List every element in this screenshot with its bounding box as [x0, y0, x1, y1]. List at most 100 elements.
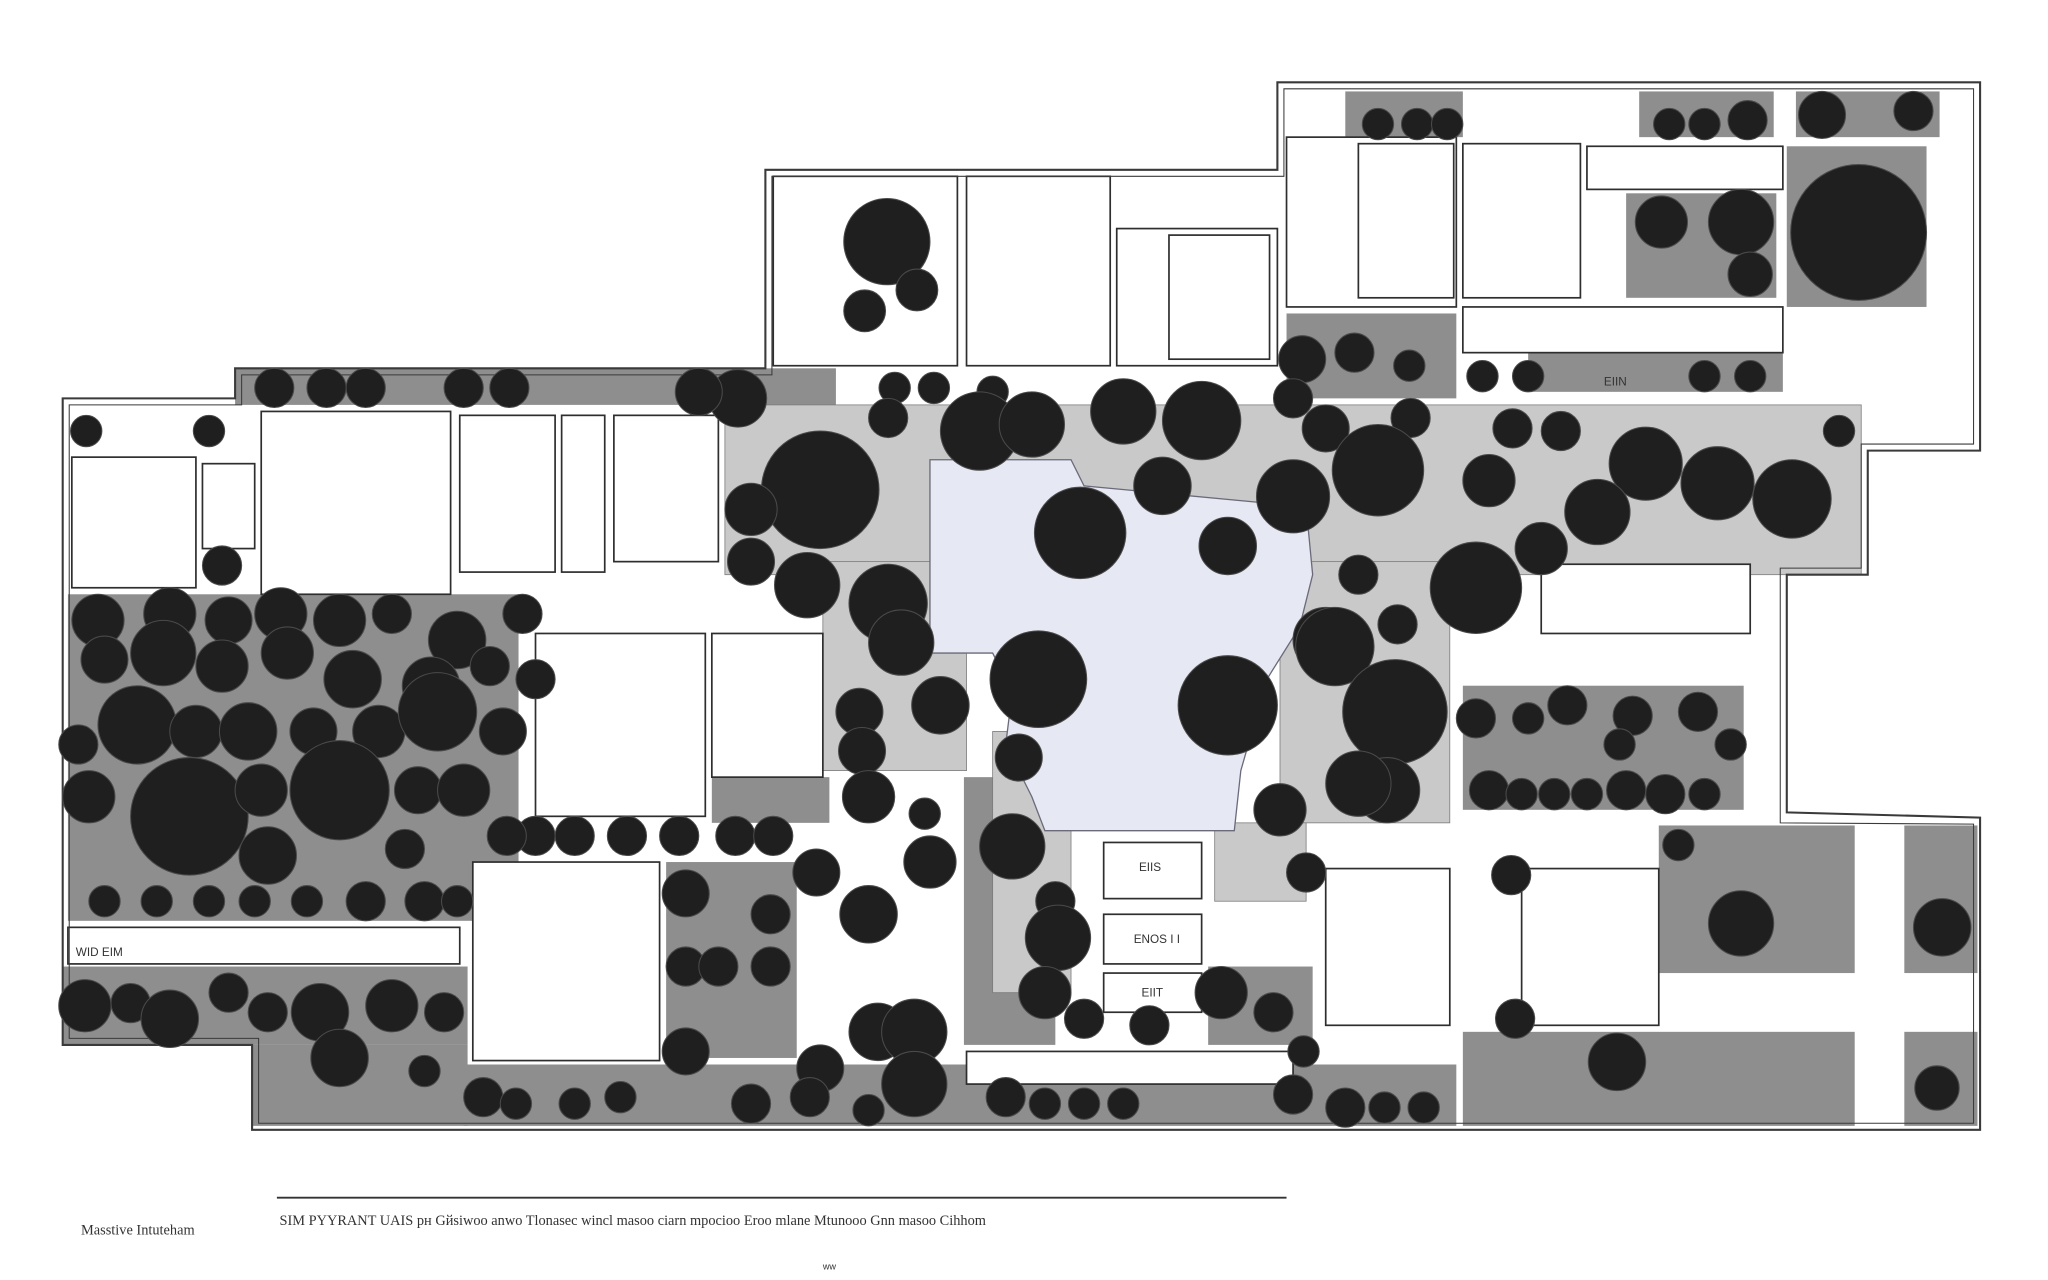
buildings — [67, 136, 1784, 1085]
tree-canopy-icon — [290, 885, 324, 918]
tree-canopy-icon — [1547, 685, 1588, 726]
tree-canopy-icon — [80, 635, 129, 684]
tree-canopy-icon — [792, 848, 841, 897]
tree-canopy-icon — [994, 733, 1043, 782]
tree-canopy-icon — [1107, 1087, 1140, 1120]
tree-canopy-icon — [750, 894, 791, 935]
tree-canopy-icon — [238, 885, 271, 918]
tree-canopy-icon — [1272, 378, 1314, 419]
tree-canopy-icon — [365, 979, 419, 1033]
tree-canopy-icon — [698, 946, 739, 987]
tree-canopy-icon — [726, 537, 776, 586]
tree-canopy-icon — [715, 815, 756, 857]
tree-canopy-icon — [437, 763, 491, 817]
tree-canopy-icon — [1680, 446, 1755, 521]
tree-canopy-icon — [750, 946, 791, 987]
tree-canopy-icon — [499, 1087, 533, 1120]
tree-canopy-icon — [998, 391, 1066, 458]
tree-canopy-icon — [1325, 1087, 1366, 1128]
tree-canopy-icon — [88, 885, 121, 918]
tree-canopy-icon — [1161, 380, 1242, 461]
tree-canopy-icon — [1727, 251, 1773, 298]
tree-canopy-icon — [1514, 521, 1568, 576]
tree-canopy-icon — [204, 596, 253, 645]
room-label: WID EIM — [76, 946, 123, 959]
tree-canopy-icon — [1466, 359, 1499, 393]
tree-canopy-icon — [1407, 1091, 1440, 1124]
tree-canopy-icon — [1198, 516, 1258, 576]
tree-canopy-icon — [169, 704, 223, 759]
tree-canopy-icon — [1492, 408, 1533, 449]
tree-canopy-icon — [218, 702, 278, 761]
tree-canopy-icon — [371, 593, 412, 634]
room-label: EIIS — [1139, 861, 1161, 874]
tree-canopy-icon — [192, 414, 226, 448]
tree-canopy-icon — [58, 979, 112, 1033]
legend-label: Masstive Intuteham — [81, 1222, 195, 1238]
tree-canopy-icon — [661, 869, 710, 918]
tree-canopy-icon — [659, 815, 700, 857]
tree-canopy-icon — [1455, 698, 1497, 739]
tree-canopy-icon — [469, 646, 510, 687]
tree-canopy-icon — [130, 757, 249, 876]
tree-canopy-icon — [1790, 164, 1928, 301]
tree-canopy-icon — [1430, 107, 1464, 141]
tree-canopy-icon — [841, 770, 896, 824]
tree-canopy-icon — [753, 815, 794, 857]
room-label: EIIN — [1604, 375, 1627, 388]
tree-canopy-icon — [310, 1028, 369, 1088]
tree-canopy-icon — [1893, 90, 1934, 132]
tree-canopy-icon — [1368, 1091, 1401, 1124]
tree-canopy-icon — [868, 609, 935, 676]
tree-canopy-icon — [1511, 702, 1545, 735]
tree-canopy-icon — [195, 639, 249, 693]
tree-canopy-icon — [558, 1087, 591, 1120]
tree-canopy-icon — [661, 1027, 710, 1076]
tree-canopy-icon — [478, 707, 527, 756]
tree-canopy-icon — [502, 593, 543, 634]
trees — [58, 90, 1972, 1128]
tree-canopy-icon — [234, 763, 288, 817]
tree-canopy-icon — [1253, 783, 1307, 837]
tree-canopy-icon — [1325, 750, 1392, 817]
tree-canopy-icon — [345, 881, 386, 922]
page-mark: ww — [822, 1262, 837, 1272]
tree-canopy-icon — [1133, 456, 1192, 516]
tree-canopy-icon — [1822, 414, 1856, 448]
tree-canopy-icon — [903, 835, 957, 889]
tree-canopy-icon — [1714, 728, 1747, 761]
tree-canopy-icon — [443, 367, 484, 409]
tree-canopy-icon — [1798, 90, 1847, 139]
tree-canopy-icon — [70, 414, 103, 448]
tree-canopy-icon — [989, 630, 1088, 729]
tree-canopy-icon — [312, 593, 367, 648]
tree-canopy-icon — [1677, 691, 1719, 732]
tree-canopy-icon — [1393, 349, 1426, 382]
tree-canopy-icon — [1491, 854, 1532, 896]
tree-canopy-icon — [843, 198, 931, 286]
tree-canopy-icon — [201, 545, 243, 586]
tree-canopy-icon — [463, 1077, 504, 1118]
tree-canopy-icon — [1177, 655, 1278, 756]
tree-canopy-icon — [515, 659, 556, 700]
tree-canopy-icon — [254, 367, 295, 409]
tree-canopy-icon — [423, 992, 465, 1033]
tree-canopy-icon — [1033, 486, 1127, 580]
tree-canopy-icon — [1255, 459, 1331, 534]
tree-canopy-icon — [1587, 1032, 1647, 1092]
tree-canopy-icon — [1688, 359, 1721, 393]
tree-canopy-icon — [1511, 359, 1545, 393]
tree-canopy-icon — [985, 1077, 1026, 1118]
tree-canopy-icon — [62, 770, 116, 824]
tree-canopy-icon — [839, 885, 898, 944]
tree-canopy-icon — [1707, 890, 1775, 957]
tree-canopy-icon — [1129, 1005, 1170, 1046]
tree-canopy-icon — [247, 992, 288, 1033]
tree-canopy-icon — [58, 724, 99, 765]
tree-canopy-icon — [1707, 188, 1775, 256]
tree-canopy-icon — [730, 1083, 772, 1124]
tree-canopy-icon — [868, 397, 909, 439]
tree-canopy-icon — [289, 740, 390, 841]
tree-canopy-icon — [345, 367, 386, 409]
